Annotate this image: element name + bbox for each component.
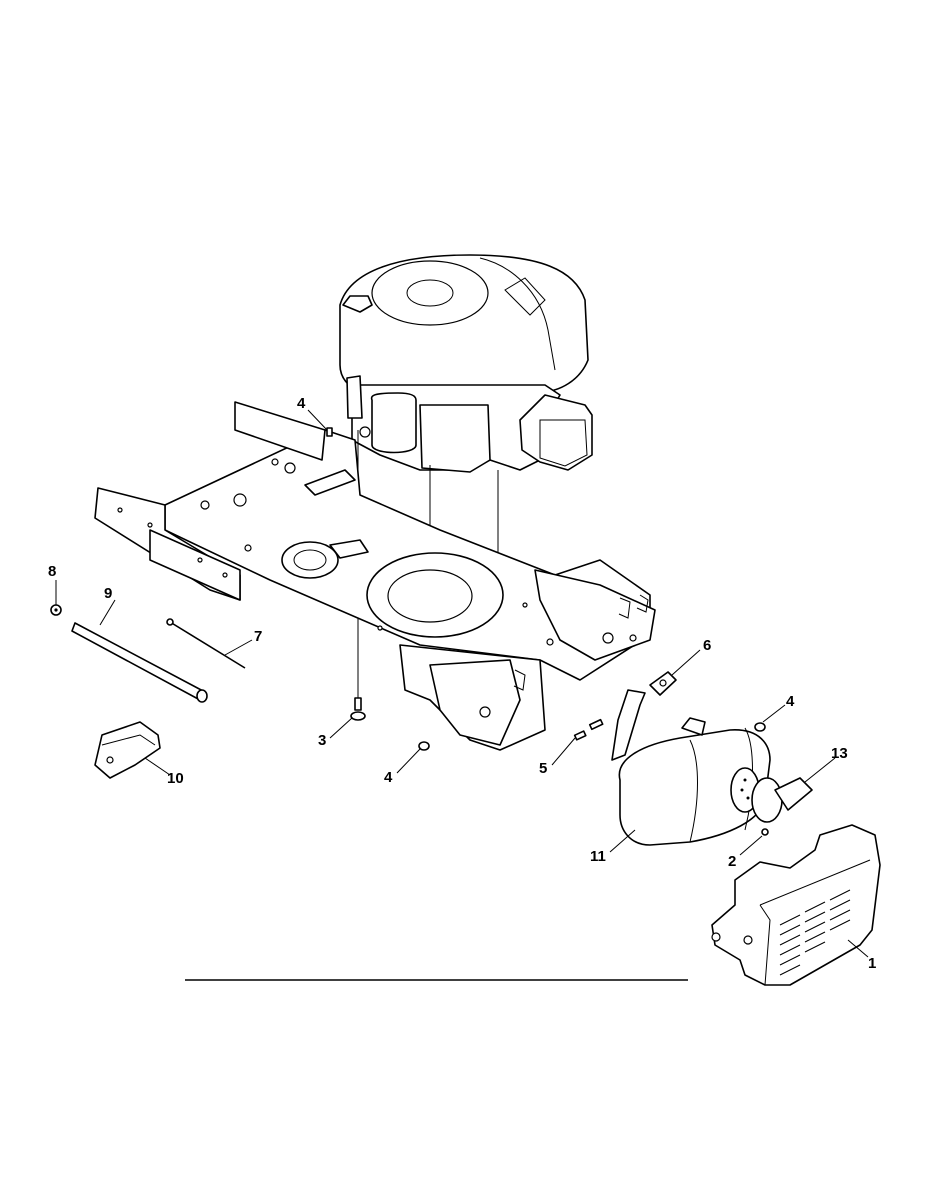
chassis-frame	[94, 401, 656, 751]
part-13-spark-arrestor	[751, 777, 813, 823]
part-5-bolts	[573, 718, 604, 741]
callout-1: 1	[868, 955, 876, 972]
callout-9: 8	[48, 563, 56, 580]
part-2-screw	[761, 828, 769, 836]
engine	[339, 254, 593, 473]
part-10-axle-rod	[71, 622, 208, 703]
part-7-gasket	[649, 671, 677, 696]
part-1-heat-shield	[711, 824, 881, 986]
part-3-bolt	[350, 697, 366, 721]
callout-5: 5	[539, 760, 547, 777]
part-6-clip	[326, 427, 333, 437]
callout-4-left: 4	[384, 769, 393, 786]
callout-7: 6	[703, 637, 711, 654]
callout-12: 11	[590, 848, 606, 865]
callout-6: 4	[297, 395, 306, 412]
callout-8: 7	[254, 628, 262, 645]
part-8-long-bolt	[166, 618, 246, 669]
callout-2: 2	[728, 853, 736, 870]
part-4-nut-right	[754, 722, 766, 732]
callout-4-right: 4	[786, 693, 795, 710]
leader-lines	[55, 409, 869, 958]
part-4-nut-left	[418, 741, 430, 751]
part-9-nut	[50, 604, 62, 616]
callout-3: 3	[318, 732, 326, 749]
part-11-bracket	[94, 721, 161, 779]
callout-13: 13	[831, 745, 848, 762]
callout-labels: 4 8 9 7 10 3 4 5 6 4 13 2 11 1	[48, 395, 876, 972]
callout-11: 10	[167, 770, 184, 787]
part-12-muffler	[611, 689, 771, 846]
callout-10: 9	[104, 585, 112, 602]
